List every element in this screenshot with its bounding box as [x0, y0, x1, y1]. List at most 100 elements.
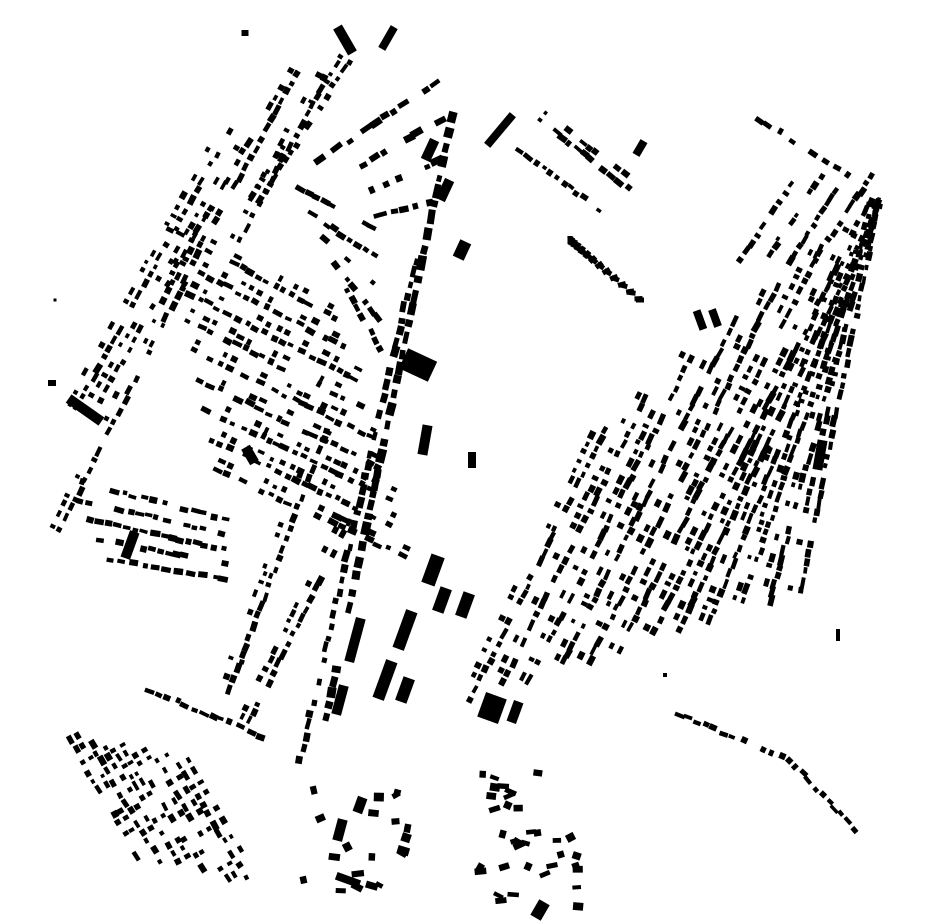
building: [103, 751, 114, 762]
building: [197, 862, 208, 874]
building: [366, 450, 373, 459]
building: [559, 589, 567, 599]
building: [684, 495, 691, 501]
building: [513, 804, 523, 812]
building: [113, 363, 121, 373]
building: [200, 542, 208, 550]
building: [246, 728, 258, 737]
building: [347, 281, 359, 293]
building: [855, 249, 863, 259]
building: [287, 149, 295, 156]
building: [697, 529, 708, 542]
building: [382, 180, 391, 189]
building: [545, 862, 558, 870]
building: [302, 287, 310, 295]
building: [516, 597, 524, 606]
building: [315, 444, 324, 455]
building: [168, 278, 176, 286]
building: [398, 205, 410, 214]
building: [853, 244, 861, 252]
building: [857, 294, 862, 302]
building: [774, 409, 786, 423]
building: [839, 382, 846, 389]
building: [809, 180, 820, 191]
building: [307, 431, 319, 440]
building: [826, 314, 836, 324]
building: [690, 590, 699, 600]
building: [333, 24, 357, 56]
building: [65, 394, 105, 426]
building: [632, 448, 639, 455]
building: [847, 198, 856, 208]
building: [161, 766, 168, 774]
building: [80, 367, 89, 377]
building: [498, 862, 511, 872]
building: [260, 327, 269, 336]
building: [139, 266, 146, 273]
building: [726, 327, 734, 337]
building: [150, 844, 160, 855]
building: [294, 184, 307, 195]
building: [815, 349, 822, 358]
building: [160, 812, 167, 819]
building: [760, 484, 768, 492]
building: [580, 622, 587, 630]
building: [97, 341, 106, 349]
building: [668, 572, 676, 581]
building: [368, 327, 376, 336]
building: [296, 470, 304, 479]
building: [711, 385, 719, 396]
building: [849, 328, 856, 335]
building: [95, 380, 103, 389]
building: [850, 231, 858, 240]
building: [185, 569, 196, 578]
building: [872, 214, 879, 222]
building: [776, 554, 786, 567]
building: [222, 469, 232, 479]
building: [471, 684, 479, 694]
building: [255, 377, 266, 387]
building: [820, 312, 829, 321]
building: [122, 829, 130, 837]
building: [321, 334, 330, 343]
building: [406, 302, 417, 316]
building: [566, 496, 575, 507]
building: [784, 535, 791, 545]
building: [320, 545, 329, 554]
building: [344, 276, 351, 283]
building: [550, 629, 558, 636]
building: [329, 390, 339, 398]
building: [818, 291, 827, 303]
building: [622, 585, 630, 594]
building: [312, 511, 323, 521]
building: [261, 665, 270, 673]
building: [630, 593, 639, 602]
building: [769, 578, 778, 590]
building: [228, 259, 241, 268]
building: [233, 315, 243, 325]
building: [167, 813, 177, 824]
building: [295, 319, 306, 328]
building: [593, 587, 603, 598]
building: [207, 160, 214, 167]
building: [802, 463, 810, 472]
building: [316, 104, 325, 112]
building: [748, 432, 757, 443]
building: [309, 458, 318, 465]
building: [293, 601, 300, 609]
building: [630, 422, 637, 430]
building: [103, 415, 110, 422]
building: [277, 137, 286, 148]
building: [455, 591, 475, 619]
building: [143, 259, 149, 265]
building: [339, 395, 346, 402]
building: [288, 512, 299, 524]
building: [756, 526, 762, 533]
building: [239, 712, 246, 721]
building: [790, 481, 796, 488]
building: [184, 538, 193, 546]
building: [600, 425, 609, 435]
building: [553, 652, 562, 662]
building: [375, 448, 388, 464]
building: [708, 585, 717, 594]
